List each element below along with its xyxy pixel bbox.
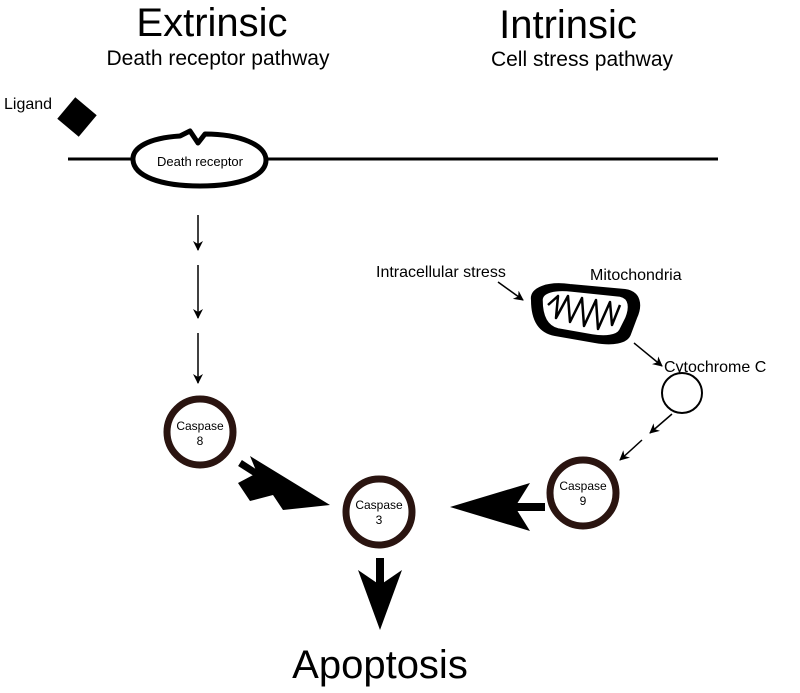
mitochondria-label: Mitochondria: [590, 267, 682, 284]
caspase-9-number: 9: [580, 494, 587, 508]
arrow-caspase8-to-caspase3: [238, 456, 330, 510]
caspase-8-number: 8: [197, 434, 204, 448]
cytochrome-c-label: Cytochrome C: [664, 359, 766, 376]
apoptosis-label: Apoptosis: [292, 643, 468, 687]
intracellular-stress-label: Intracellular stress: [376, 264, 506, 281]
cytochrome-c-shape: [661, 372, 703, 414]
death-receptor: Death receptor: [130, 128, 269, 189]
ligand-shape: [57, 97, 97, 137]
caspase-8-label: Caspase: [176, 419, 224, 433]
death-receptor-label: Death receptor: [157, 154, 244, 169]
arrow-caspase3-to-apoptosis: [358, 558, 402, 630]
extrinsic-subtitle: Death receptor pathway: [107, 47, 330, 70]
caspase-8: Caspase 8: [163, 395, 237, 469]
stress-arrow: [497, 281, 524, 301]
caspase-3-label: Caspase: [355, 498, 403, 512]
caspase-9-label: Caspase: [559, 479, 607, 493]
arrow-caspase9-to-caspase3: [450, 483, 545, 531]
intrinsic-title: Intrinsic: [499, 3, 637, 47]
cytochrome-to-caspase9-arrow-1: [649, 413, 673, 434]
mito-to-cytochrome-arrow: [633, 342, 663, 367]
caspase-3-number: 3: [376, 513, 383, 527]
caspase-3: Caspase 3: [342, 475, 416, 549]
ligand-label: Ligand: [4, 96, 52, 113]
caspase-9: Caspase 9: [546, 456, 620, 530]
extrinsic-title: Extrinsic: [136, 1, 287, 45]
cytochrome-to-caspase9-arrow-2: [619, 439, 643, 461]
mitochondria-icon: [530, 283, 641, 345]
intrinsic-subtitle: Cell stress pathway: [491, 48, 674, 71]
